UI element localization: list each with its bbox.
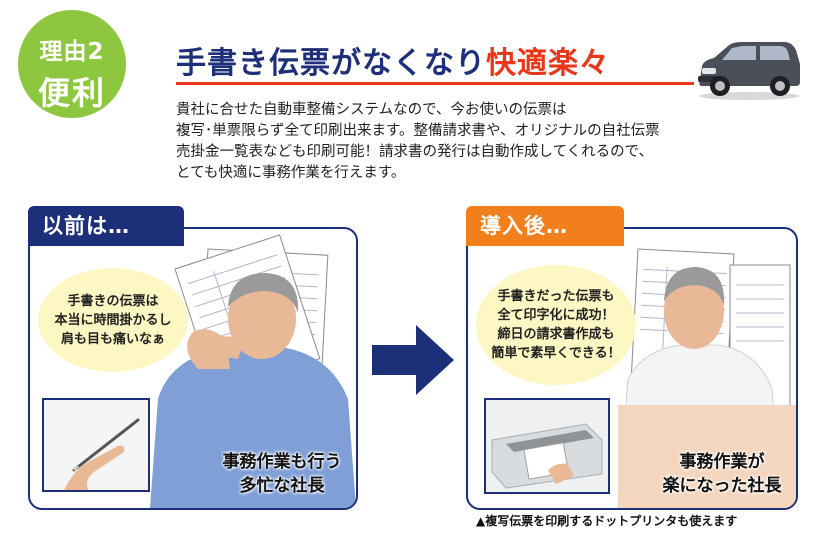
reason-badge: 理由2 便利 <box>18 10 126 118</box>
pen-writing-photo <box>42 398 150 492</box>
intro-line: 売掛金一覧表なども印刷可能！請求書の発行は自動作成してくれるので、 <box>176 144 654 160</box>
dot-printer-photo <box>484 398 610 494</box>
intro-line: 貴社に合せた自動車整備システムなので、今お使いの伝票は <box>176 102 567 118</box>
after-caption: 事務作業が 楽になった社長 <box>650 450 794 498</box>
intro-line: 複写･単票限らず全て印刷出来ます。整備請求書や、オリジナルの自社伝票 <box>176 123 660 139</box>
after-illustration <box>617 248 796 508</box>
after-speech-bubble: 手書きだった伝票も 全て印字化に成功！ 締日の請求書作成も 簡単で素早くできる！ <box>476 265 636 385</box>
bubble-line: 全て印字化に成功！ <box>497 308 615 323</box>
before-illustration <box>150 234 356 508</box>
right-arrow-icon <box>372 325 454 395</box>
before-panel <box>28 227 358 510</box>
bubble-line: 肩も目も痛いなぁ <box>60 331 165 347</box>
reason-word: 便利 <box>37 74 106 112</box>
intro-text: 貴社に合せた自動車整備システムなので、今お使いの伝票は 複写･単票限らず全て印刷… <box>176 100 786 184</box>
after-tab: 導入後… <box>466 206 624 246</box>
before-caption: 事務作業も行う 多忙な社長 <box>212 450 352 498</box>
headline-accent: 快適楽々 <box>486 46 610 81</box>
headline-underline <box>176 82 694 85</box>
reason-label: 理由2 <box>39 39 105 65</box>
bubble-line: 手書きの伝票は <box>67 293 159 309</box>
car-icon <box>692 36 806 102</box>
footnote: ▲複写伝票を印刷するドットプリンタも使えます <box>476 514 738 528</box>
caption-line: 楽になった社長 <box>662 476 782 496</box>
before-tab: 以前は… <box>28 206 184 246</box>
caption-line: 事務作業が <box>679 452 765 472</box>
before-speech-bubble: 手書きの伝票は 本当に時間掛かるし 肩も目も痛いなぁ <box>38 268 188 372</box>
headline-main: 手書き伝票がなくなり <box>176 46 486 81</box>
bubble-line: 本当に時間掛かるし <box>54 312 172 328</box>
caption-line: 事務作業も行う <box>222 452 342 472</box>
page-title: 手書き伝票がなくなり快適楽々 <box>176 38 610 82</box>
bubble-line: 手書きだった伝票も <box>497 289 615 304</box>
bubble-line: 締日の請求書作成も <box>497 327 615 342</box>
intro-line: とても快適に事務作業を行えます。 <box>176 165 406 181</box>
bubble-line: 簡単で素早くできる！ <box>491 346 621 361</box>
caption-line: 多忙な社長 <box>239 476 325 496</box>
